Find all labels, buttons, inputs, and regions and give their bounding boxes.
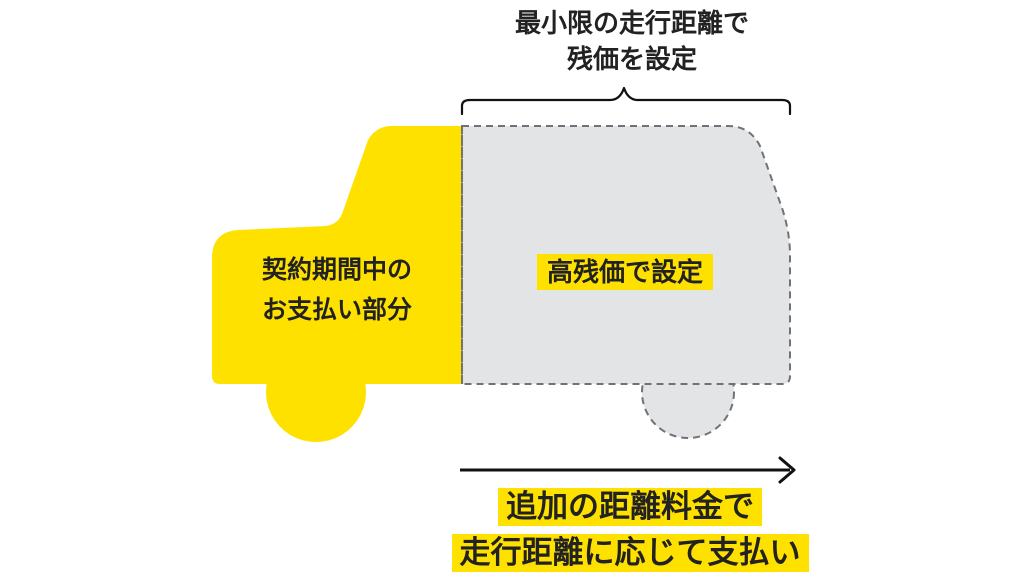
bottom-caption: 追加の距離料金で 走行距離に応じて支払い bbox=[400, 488, 860, 580]
cab-paid-part bbox=[212, 126, 462, 384]
bottom-caption-line1: 追加の距離料金で bbox=[498, 488, 762, 526]
top-caption: 最小限の走行距離で 残価を設定 bbox=[452, 6, 812, 78]
paid-part-line1: 契約期間中の bbox=[261, 255, 412, 284]
paid-part-line2: お支払い部分 bbox=[261, 295, 412, 324]
residual-label: 高残価で設定 bbox=[460, 254, 790, 290]
bottom-caption-line2: 走行距離に応じて支払い bbox=[451, 534, 809, 572]
top-caption-line1: 最小限の走行距離で bbox=[514, 9, 749, 39]
curly-brace-icon bbox=[460, 86, 792, 116]
arrow-right-icon bbox=[778, 456, 796, 484]
top-caption-line2: 残価を設定 bbox=[566, 45, 697, 75]
paid-part-label: 契約期間中の お支払い部分 bbox=[212, 250, 462, 330]
residual-label-text: 高残価で設定 bbox=[536, 254, 713, 290]
